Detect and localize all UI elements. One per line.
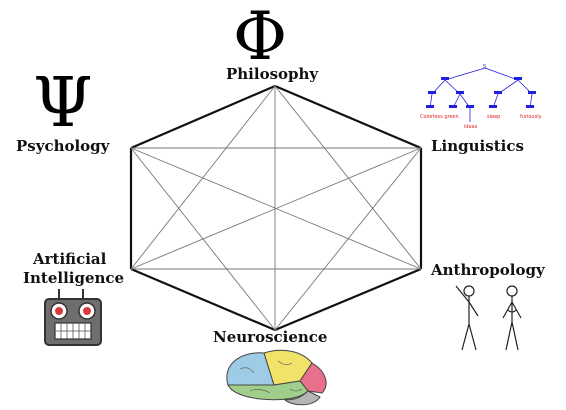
edge-anthropology-neuroscience [274, 267, 422, 332]
label-philosophy: Philosophy [226, 65, 319, 83]
robot-icon [44, 289, 102, 346]
parse-tree-icon: S Colorless green ideas sleep furiously [420, 64, 542, 130]
diagonal-philosophy-ai [130, 85, 276, 270]
label-intelligence: Intelligence [23, 269, 125, 287]
edge-philosophy-linguistics [274, 84, 422, 150]
tree-root: S [483, 64, 486, 70]
diagonal-neuroscience-psychology [130, 147, 276, 331]
brain-icon [226, 349, 327, 406]
label-neuroscience: Neuroscience [213, 328, 328, 346]
diagonal-philosophy-anthropology [274, 85, 422, 270]
tree-word-ideas: ideas [464, 124, 478, 130]
tree-word-furiously: furiously [520, 114, 542, 120]
tree-word-colorless-green: Colorless green [420, 114, 459, 120]
psi-icon: Ψ [33, 64, 93, 143]
hexagon-edges [129, 84, 423, 332]
label-linguistics: Linguistics [431, 137, 524, 155]
label-psychology: Psychology [16, 137, 110, 155]
tree-word-sleep: sleep [487, 114, 500, 120]
human-figures-icon [455, 285, 522, 351]
hexagon-diagonals [130, 85, 422, 331]
edge-neuroscience-ai [130, 267, 276, 332]
label-anthropology: Anthropology [431, 261, 545, 279]
phi-icon: Φ [233, 0, 288, 75]
label-artificial: Artificial [33, 250, 107, 268]
diagonal-anthropology-psychology [130, 147, 422, 270]
edge-philosophy-psychology [130, 84, 276, 150]
